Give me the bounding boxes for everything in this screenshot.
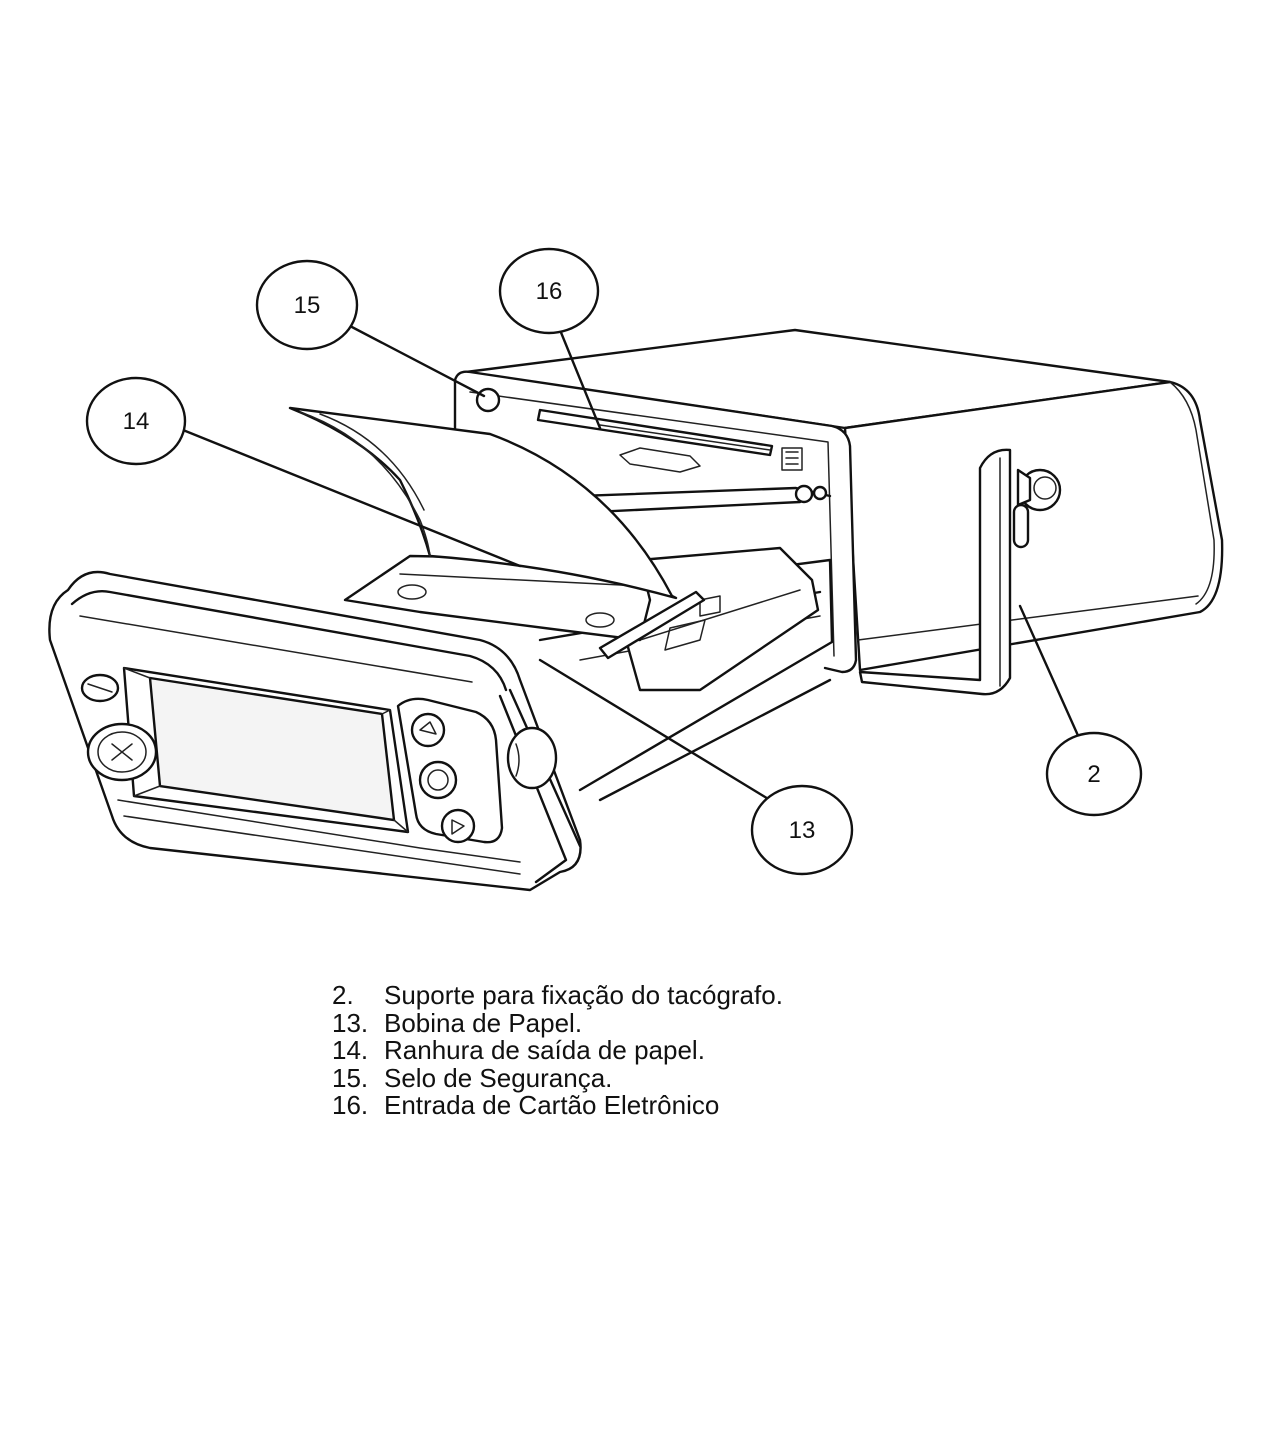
legend-number: 2. — [332, 980, 354, 1010]
legend-text: Bobina de Papel. — [384, 1007, 583, 1038]
legend-list: 2. Suporte para fixação do tacógrafo. 13… — [332, 980, 783, 1120]
legend-text: Selo de Segurança. — [384, 1062, 613, 1093]
callout-15-label: 15 — [294, 292, 321, 319]
tachograph-diagram: 15 16 14 13 2 — [48, 247, 1224, 892]
callout-16-label: 16 — [536, 278, 563, 305]
callout-15: 15 — [255, 259, 359, 351]
callout-14: 14 — [85, 376, 187, 466]
legend-item: 15. Selo de Segurança. — [332, 1062, 783, 1093]
legend-item: 14. Ranhura de saída de papel. — [332, 1035, 783, 1065]
legend-text: Ranhura de saída de papel. — [384, 1035, 705, 1065]
callout-2: 2 — [1045, 731, 1143, 817]
callout-14-label: 14 — [123, 408, 150, 435]
leader-lines — [176, 324, 1082, 802]
legend-item: 16. Entrada de Cartão Eletrônico — [332, 1090, 783, 1120]
legend-text: Suporte para fixação do tacógrafo. — [384, 980, 783, 1010]
callout-13-label: 13 — [789, 817, 816, 844]
paper-sheet — [288, 406, 678, 600]
legend-number: 15. — [332, 1062, 369, 1093]
callout-16: 16 — [498, 247, 600, 335]
legend-text: Entrada de Cartão Eletrônico — [384, 1090, 720, 1120]
legend-number: 14. — [332, 1035, 369, 1065]
callout-2-label: 2 — [1087, 761, 1100, 788]
legend-item: 13. Bobina de Papel. — [332, 1007, 783, 1038]
legend-number: 13. — [332, 1007, 369, 1038]
callout-13: 13 — [750, 784, 854, 876]
display-buttons — [396, 697, 504, 844]
legend-item: 2. Suporte para fixação do tacógrafo. — [332, 980, 783, 1010]
left-controls — [80, 673, 158, 782]
printer-drawer — [343, 484, 834, 802]
legend-number: 16. — [332, 1090, 369, 1120]
mounting-bracket — [858, 448, 1062, 696]
